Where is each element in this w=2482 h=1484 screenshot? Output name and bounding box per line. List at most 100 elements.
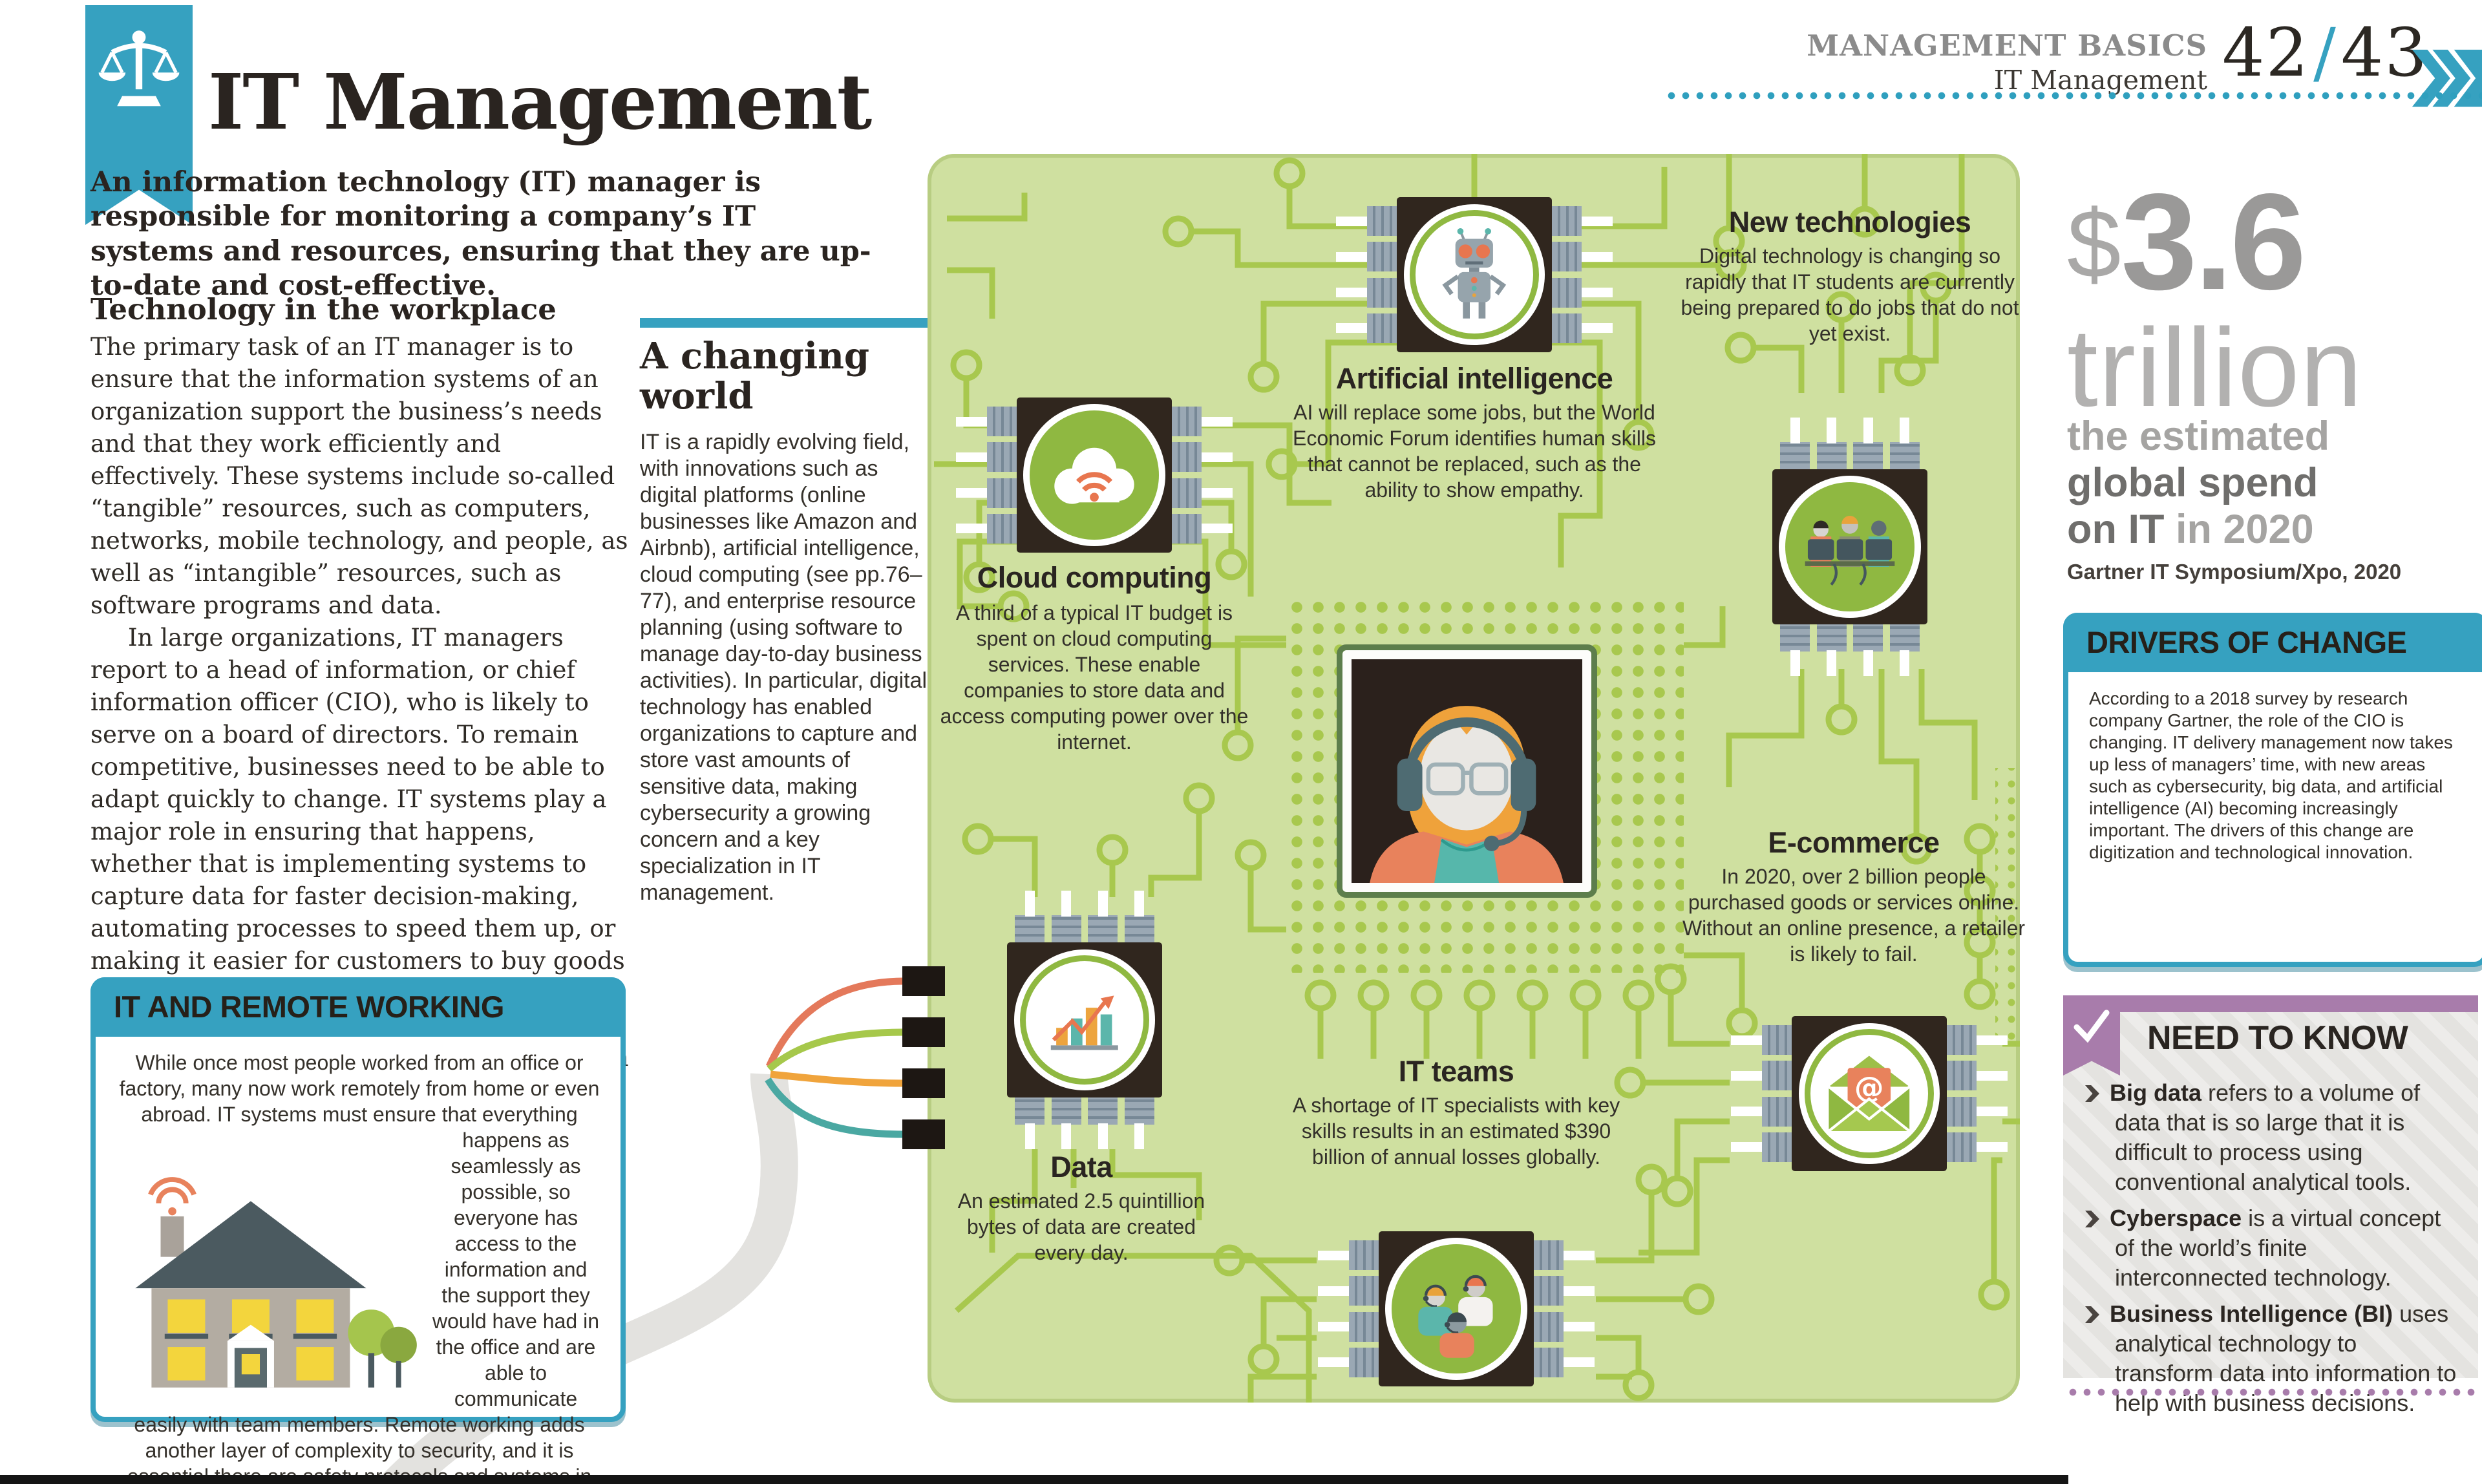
- chip-pin: [1947, 1061, 2008, 1091]
- chip-pin: [1318, 1311, 1379, 1342]
- section-accent-bar: [640, 318, 932, 328]
- stat-line3: on IT in 2020: [2067, 507, 2481, 552]
- chip-pin: [956, 442, 1017, 472]
- robot-icon: [1410, 210, 1539, 339]
- stat-amount: $3.6: [2067, 163, 2481, 321]
- chip-pin: [1552, 242, 1613, 272]
- page-numbers: 42/43: [2222, 14, 2428, 92]
- chip-pin: [1731, 1096, 1792, 1127]
- chip-pin: [1534, 1240, 1595, 1270]
- checkmark-icon: [2074, 1010, 2110, 1043]
- need-to-know-items: Big data refers to a volume of data that…: [2085, 1078, 2460, 1425]
- page-bottom-edge: [0, 1475, 2068, 1484]
- drivers-of-change-box: DRIVERS OF CHANGE According to a 2018 su…: [2063, 613, 2482, 967]
- chip-pin: [1889, 418, 1920, 469]
- chip-pins: [1731, 1025, 1792, 1162]
- chip-pin: [1552, 313, 1613, 343]
- chip-pin: [1552, 206, 1613, 236]
- chevron-bullet-icon: [2085, 1306, 2099, 1323]
- chip-pin: [1172, 407, 1233, 436]
- node-title-ecommerce: E-commerce: [1768, 826, 1940, 859]
- chip-pin: [1947, 1025, 2008, 1055]
- workplace-heading: Technology in the workplace: [90, 292, 557, 326]
- chip-pins: [1172, 407, 1233, 544]
- chip-pin: [1051, 891, 1081, 942]
- stat-line1: the estimated: [2067, 414, 2330, 459]
- remote-box-heading: IT AND REMOTE WORKING: [90, 977, 626, 1037]
- node-body-data: An estimated 2.5 quintillion bytes of da…: [957, 1189, 1205, 1264]
- remote-working-box: IT AND REMOTE WORKING: [90, 977, 626, 1484]
- item-term: Big data: [2110, 1079, 2202, 1106]
- chip-pin: [1534, 1276, 1595, 1306]
- need-to-know-item: Cyberspace is a virtual concept of the w…: [2085, 1203, 2460, 1293]
- chip-pin: [1124, 891, 1154, 942]
- chip-artificial-intelligence: [1336, 197, 1613, 352]
- purple-dotted-divider: [2066, 1387, 2478, 1397]
- node-body-it-teams: A shortage of IT specialists with key sk…: [1292, 1094, 1620, 1169]
- need-to-know-box: [2063, 1012, 2478, 1378]
- node-title-data: Data: [1050, 1150, 1112, 1183]
- node-body-ai: AI will replace some jobs, but the World…: [1293, 401, 1656, 502]
- chip-pins: [1015, 1097, 1154, 1149]
- stat-line2: global spend: [2067, 460, 2318, 505]
- team-at-monitors-icon: [1785, 482, 1915, 611]
- circuit-traces: [934, 154, 2020, 1403]
- chip-pin: [1780, 624, 1810, 676]
- chip-pin: [1172, 442, 1233, 472]
- chip-pin: [1853, 418, 1883, 469]
- node-title-cloud: Cloud computing: [977, 561, 1212, 594]
- chip-pins: [1780, 624, 1920, 676]
- breadcrumb-section: MANAGEMENT BASICS: [1807, 28, 2207, 63]
- chip-pin: [1552, 277, 1613, 308]
- chip-pin: [1947, 1096, 2008, 1127]
- chip-pin: [1336, 277, 1397, 308]
- stat-number: 3.6: [2121, 165, 2306, 318]
- chip-pin: [956, 478, 1017, 508]
- node-title-ai: Artificial intelligence: [1335, 362, 1613, 395]
- changing-world-body: IT is a rapidly evolving field, with inn…: [640, 430, 928, 905]
- node-body-ecommerce: In 2020, over 2 billion people purchased…: [1682, 865, 2026, 966]
- chevron-bullet-icon: [2085, 1211, 2099, 1227]
- chip-pins: [1552, 206, 1613, 343]
- node-body-cloud: A third of a typical IT budget is spent …: [940, 601, 1249, 754]
- chip-pin: [1051, 1097, 1081, 1149]
- teal-dotted-divider: [1664, 90, 2482, 101]
- chip-pin: [1318, 1276, 1379, 1306]
- chip-pin: [1947, 1132, 2008, 1162]
- chip-it-teams: [1318, 1231, 1595, 1386]
- workplace-para1: The primary task of an IT manager is to …: [90, 333, 628, 619]
- stat-currency: $: [2067, 189, 2121, 298]
- chevron-bullet-icon: [2085, 1085, 2099, 1102]
- chip-pin: [1889, 624, 1920, 676]
- node-title-it-teams: IT teams: [1398, 1055, 1514, 1088]
- chip-pin: [956, 513, 1017, 544]
- need-to-know-heading: NEED TO KNOW: [2147, 1019, 2408, 1057]
- node-body-new-technologies: Digital technology is changing so rapidl…: [1681, 244, 2019, 345]
- chip-pin: [1172, 513, 1233, 544]
- page-title: IT Management: [208, 57, 872, 147]
- support-team-icon: [1392, 1244, 1521, 1373]
- item-term: Business Intelligence (BI): [2110, 1300, 2393, 1327]
- page-number-right: 43: [2340, 14, 2428, 92]
- chip-pin: [1731, 1025, 1792, 1055]
- chip-pins: [1336, 206, 1397, 343]
- page-number-left: 42: [2222, 14, 2310, 92]
- remote-box-text: While once most people worked from an of…: [119, 1051, 600, 1484]
- chip-pins: [1015, 891, 1154, 942]
- chip-pin: [1731, 1061, 1792, 1091]
- stat-line3-light: in 2020: [2164, 507, 2314, 552]
- item-text: is a virtual concept of the world’s fini…: [2115, 1205, 2441, 1291]
- chip-ecommerce: @: [1731, 1016, 2008, 1171]
- intro-paragraph: An information technology (IT) manager i…: [90, 166, 871, 302]
- chip-pin: [1780, 418, 1810, 469]
- cloud-wifi-icon: [1030, 410, 1159, 540]
- remote-box-body: While once most people worked from an of…: [115, 1050, 604, 1484]
- changing-world-heading: A changing world: [640, 335, 870, 418]
- bar-chart-icon: [1020, 955, 1149, 1085]
- drivers-box-heading: DRIVERS OF CHANGE: [2063, 613, 2482, 672]
- house-wifi-icon: [115, 1136, 419, 1390]
- chip-pin: [956, 407, 1017, 436]
- chip-pin: [1015, 891, 1045, 942]
- chip-pin: [1534, 1311, 1595, 1342]
